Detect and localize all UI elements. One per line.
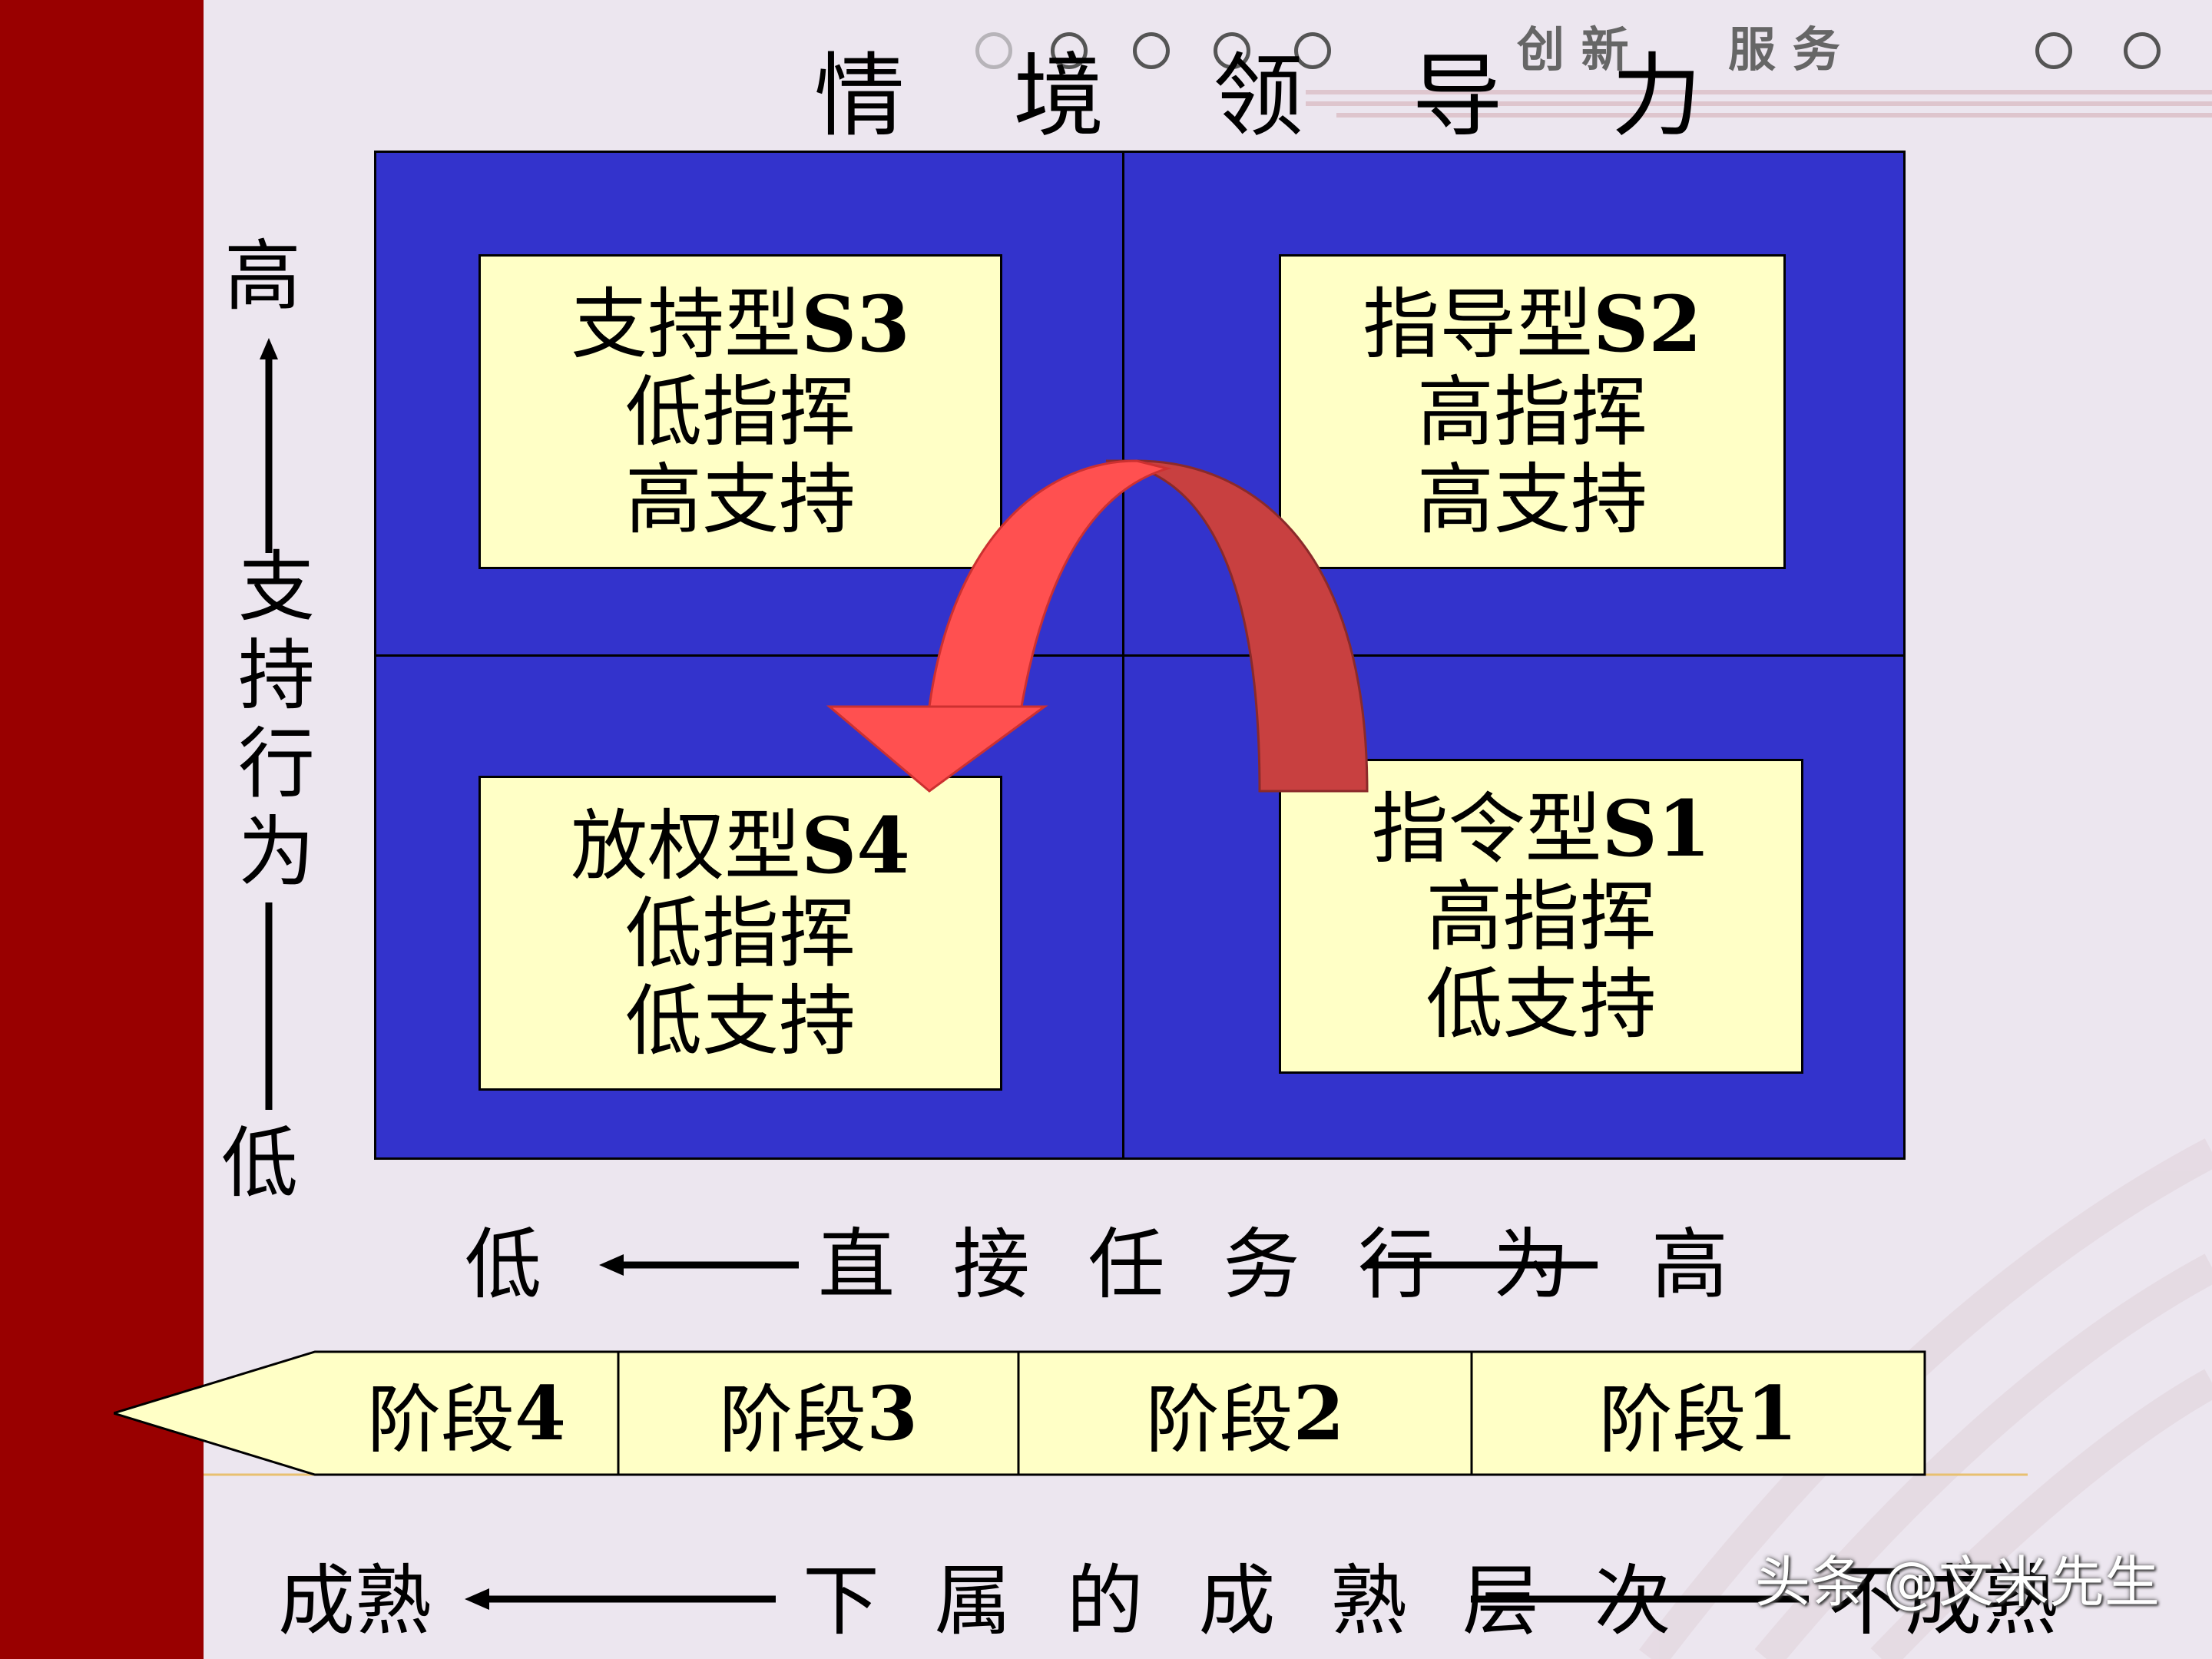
quadrant-directive-level: 低指挥 <box>625 888 856 979</box>
maturity-mature-label: 成熟 <box>278 1556 432 1646</box>
circle-icon <box>1133 32 1170 69</box>
y-axis-line <box>265 902 273 1110</box>
quadrant-code: S2 <box>1593 278 1702 369</box>
quadrant-support-level: 低支持 <box>625 975 856 1066</box>
circle-icon <box>1214 32 1250 69</box>
circle-icon <box>975 32 1012 69</box>
watermark-text: 头条 @文米先生 <box>1755 1550 2160 1614</box>
x-axis-high-label: 高 <box>1651 1220 1728 1310</box>
y-axis-low-label: 低 <box>221 1118 298 1208</box>
page-title: 情 境 领 导 力 <box>814 43 1743 149</box>
quadrant-s1-directing: 指令型S1 高指挥 低支持 <box>1279 759 1803 1074</box>
circle-icon <box>1051 32 1088 69</box>
quadrant-directive-level: 高指挥 <box>1426 871 1657 962</box>
quadrant-s4-delegating: 放权型S4 低指挥 低支持 <box>478 776 1002 1091</box>
quadrant-style: 指导型 <box>1363 279 1594 369</box>
left-accent-bar <box>0 0 204 1659</box>
y-axis-label-char: 持 <box>238 631 315 720</box>
circle-icon <box>2035 32 2072 69</box>
y-axis-high-label: 高 <box>224 231 301 321</box>
quadrant-style: 放权型 <box>571 800 802 891</box>
progression-curved-arrow <box>826 459 1369 793</box>
quadrant-directive-level: 高指挥 <box>1417 366 1647 457</box>
quadrant-code: S1 <box>1601 783 1711 874</box>
quadrant-s2-coaching: 指导型S2 高指挥 高支持 <box>1279 254 1786 569</box>
matrix-horizontal-divider <box>374 654 1906 657</box>
y-axis-label-char: 支 <box>238 542 315 632</box>
circle-icon <box>1294 32 1331 69</box>
y-axis-label-char: 为 <box>238 807 315 897</box>
maturity-axis-line <box>1471 1595 1809 1603</box>
x-axis-line <box>1367 1261 1598 1269</box>
header-text-innovation: 创 新 <box>1517 22 1629 78</box>
quadrant-style: 支持型 <box>571 279 802 369</box>
quadrant-code: S4 <box>801 800 910 891</box>
quadrant-s3-supporting: 支持型S3 低指挥 高支持 <box>478 254 1002 569</box>
maturity-left-arrow <box>465 1588 776 1610</box>
circle-icon <box>2124 32 2161 69</box>
x-axis-low-label: 低 <box>465 1220 541 1310</box>
maturity-immature-label: 不成熟 <box>1828 1556 2058 1646</box>
y-axis-label-char: 行 <box>238 719 315 809</box>
x-axis-left-arrow <box>599 1254 799 1276</box>
header-text-service: 服 务 <box>1728 22 1840 78</box>
quadrant-style: 指令型 <box>1371 783 1602 874</box>
quadrant-code: S3 <box>801 278 910 369</box>
quadrant-support-level: 高支持 <box>625 454 856 545</box>
y-axis-up-arrow <box>260 338 278 553</box>
quadrant-support-level: 高支持 <box>1417 454 1647 545</box>
quadrant-support-level: 低支持 <box>1426 959 1657 1049</box>
quadrant-directive-level: 低指挥 <box>625 366 856 457</box>
stage-arrow-bar <box>114 1350 1926 1476</box>
